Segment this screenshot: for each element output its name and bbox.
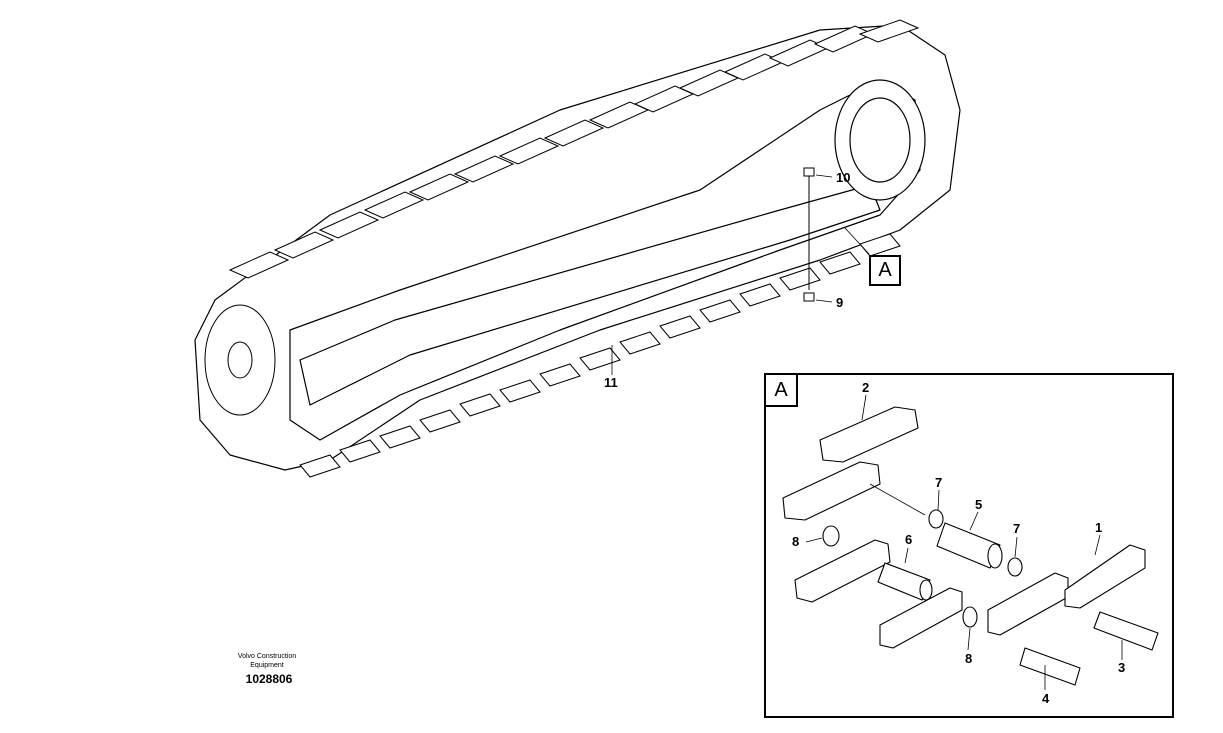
callout-11: 11 [604, 375, 618, 390]
callout-2: 2 [862, 380, 870, 395]
callout-4: 4 [1042, 691, 1050, 706]
pin-4 [1019, 647, 1081, 686]
washer-8-right [962, 606, 978, 628]
track-link-left-lower [794, 539, 891, 603]
track-shoes-bottom [299, 233, 901, 478]
track-shoes-top [228, 19, 920, 279]
detail-a-title: A [764, 373, 798, 407]
callout-10: 10 [836, 170, 851, 185]
callout-6: 6 [905, 532, 913, 547]
callout-5: 5 [975, 497, 983, 512]
bolt-9-glyph [803, 292, 815, 302]
drive-sprocket [204, 304, 276, 416]
track-link-left-upper [782, 461, 881, 521]
callout-8-left: 8 [792, 534, 800, 549]
detail-a-parts [782, 406, 1159, 686]
callout-8-right: 8 [965, 651, 973, 666]
document-number: 1028806 [245, 672, 293, 686]
bushing-5 [936, 522, 1001, 569]
callout-3: 3 [1118, 660, 1126, 675]
callout-7-lower: 7 [1013, 521, 1021, 536]
detail-reference-box: A [869, 255, 901, 286]
track-link-lower-middle [879, 587, 963, 649]
callout-9: 9 [836, 295, 844, 310]
washer-8-left [822, 525, 840, 547]
washer-7-upper [928, 509, 944, 529]
track-link-2 [819, 406, 919, 463]
credit-line-1: Volvo Construction [237, 653, 297, 660]
bolt-10-glyph [803, 167, 815, 290]
detail-a-frame [764, 373, 1174, 718]
track-link-1 [1064, 544, 1146, 609]
callout-7-upper: 7 [935, 475, 943, 490]
credit-line-2: Equipment [250, 662, 284, 669]
callout-1: 1 [1095, 520, 1103, 535]
pin-3 [1093, 611, 1159, 651]
bushing-6 [877, 562, 931, 601]
washer-7-lower [1007, 557, 1023, 577]
publisher-credit: Volvo Construction Equipment [220, 652, 314, 670]
